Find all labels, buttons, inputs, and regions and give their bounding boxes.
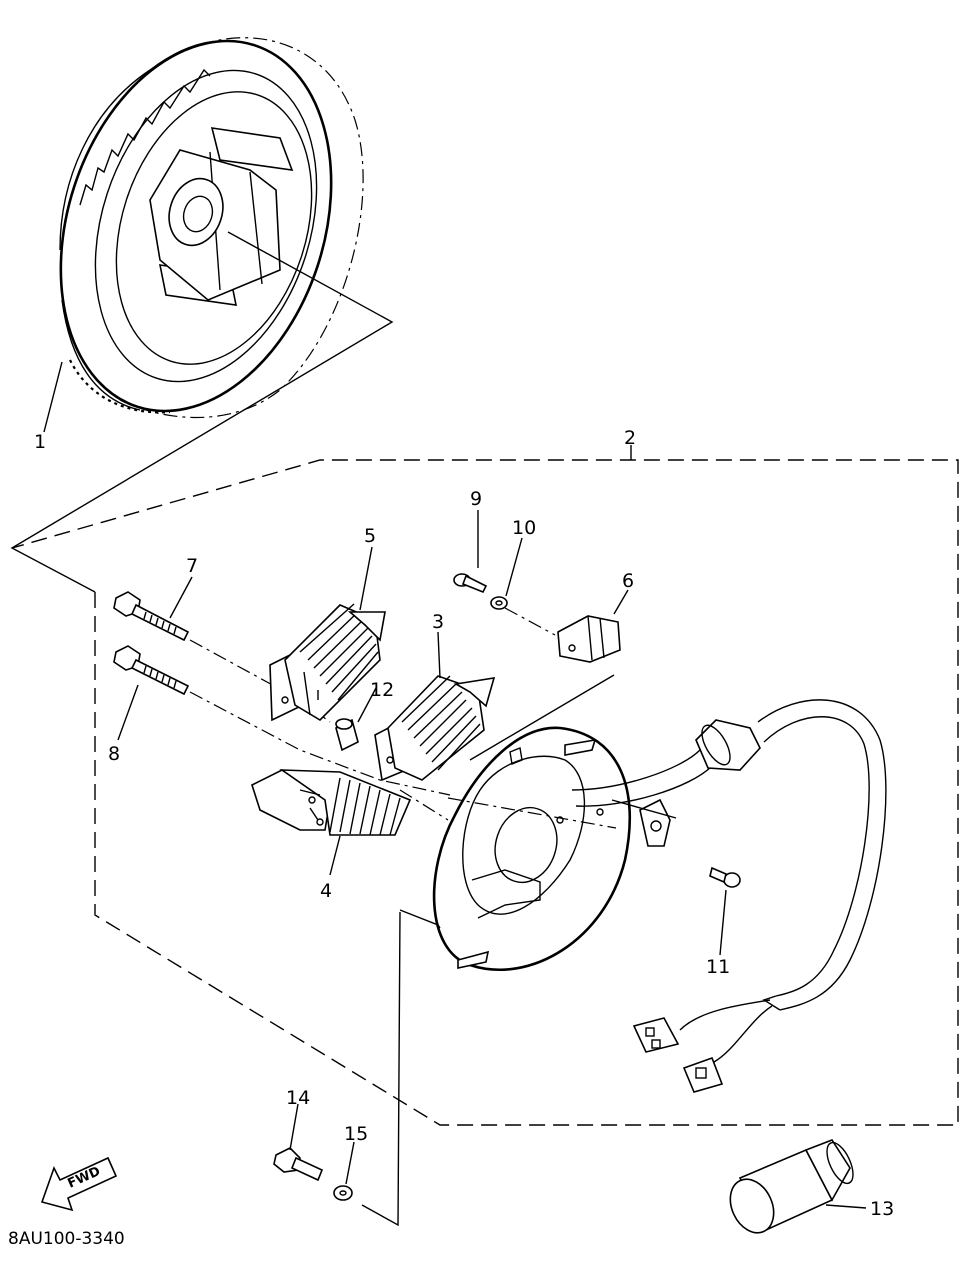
label-part-4: 4 bbox=[320, 880, 332, 902]
label-part-12: 12 bbox=[370, 679, 394, 701]
stator-assembly-icon bbox=[432, 726, 632, 971]
label-part-3: 3 bbox=[432, 611, 444, 633]
bolt-icon bbox=[113, 591, 190, 642]
connector-icon bbox=[639, 798, 671, 847]
wire-harness-icon bbox=[571, 699, 887, 1093]
leader-lines bbox=[43, 361, 867, 1209]
label-part-7: 7 bbox=[186, 555, 198, 577]
coil-icon bbox=[269, 603, 386, 722]
pickup-coil-icon bbox=[251, 769, 412, 836]
label-part-1: 1 bbox=[34, 431, 46, 453]
washer-icon bbox=[333, 1185, 353, 1201]
label-part-9: 9 bbox=[470, 488, 482, 510]
label-part-15: 15 bbox=[344, 1123, 368, 1145]
screw-icon bbox=[709, 866, 741, 888]
coil-icon bbox=[374, 675, 496, 782]
screw-icon bbox=[453, 573, 488, 594]
spacer-icon bbox=[335, 718, 359, 752]
flywheel-rotor-icon bbox=[10, 37, 394, 593]
label-part-5: 5 bbox=[364, 525, 376, 547]
label-part-14: 14 bbox=[286, 1087, 310, 1109]
label-part-8: 8 bbox=[108, 743, 120, 765]
pickup-coil-icon bbox=[557, 615, 621, 663]
callout-labels: 1 2 3 4 5 6 7 8 9 10 11 12 13 14 15 bbox=[34, 427, 894, 1220]
label-part-6: 6 bbox=[622, 570, 634, 592]
connector-icon bbox=[682, 1056, 724, 1093]
connector-icon bbox=[632, 1017, 680, 1053]
installer-tool-icon bbox=[729, 1139, 854, 1234]
bolt-icon bbox=[113, 645, 190, 696]
drawing-code: 8AU100-3340 bbox=[8, 1229, 125, 1249]
label-part-10: 10 bbox=[512, 517, 536, 539]
stator-assembly-icon bbox=[11, 459, 959, 1126]
washer-icon bbox=[490, 596, 508, 610]
label-part-11: 11 bbox=[706, 956, 730, 978]
label-part-2: 2 bbox=[624, 427, 636, 449]
forward-arrow-icon: FWD bbox=[40, 1156, 118, 1212]
label-part-13: 13 bbox=[870, 1198, 894, 1220]
bolt-icon bbox=[273, 1147, 324, 1182]
